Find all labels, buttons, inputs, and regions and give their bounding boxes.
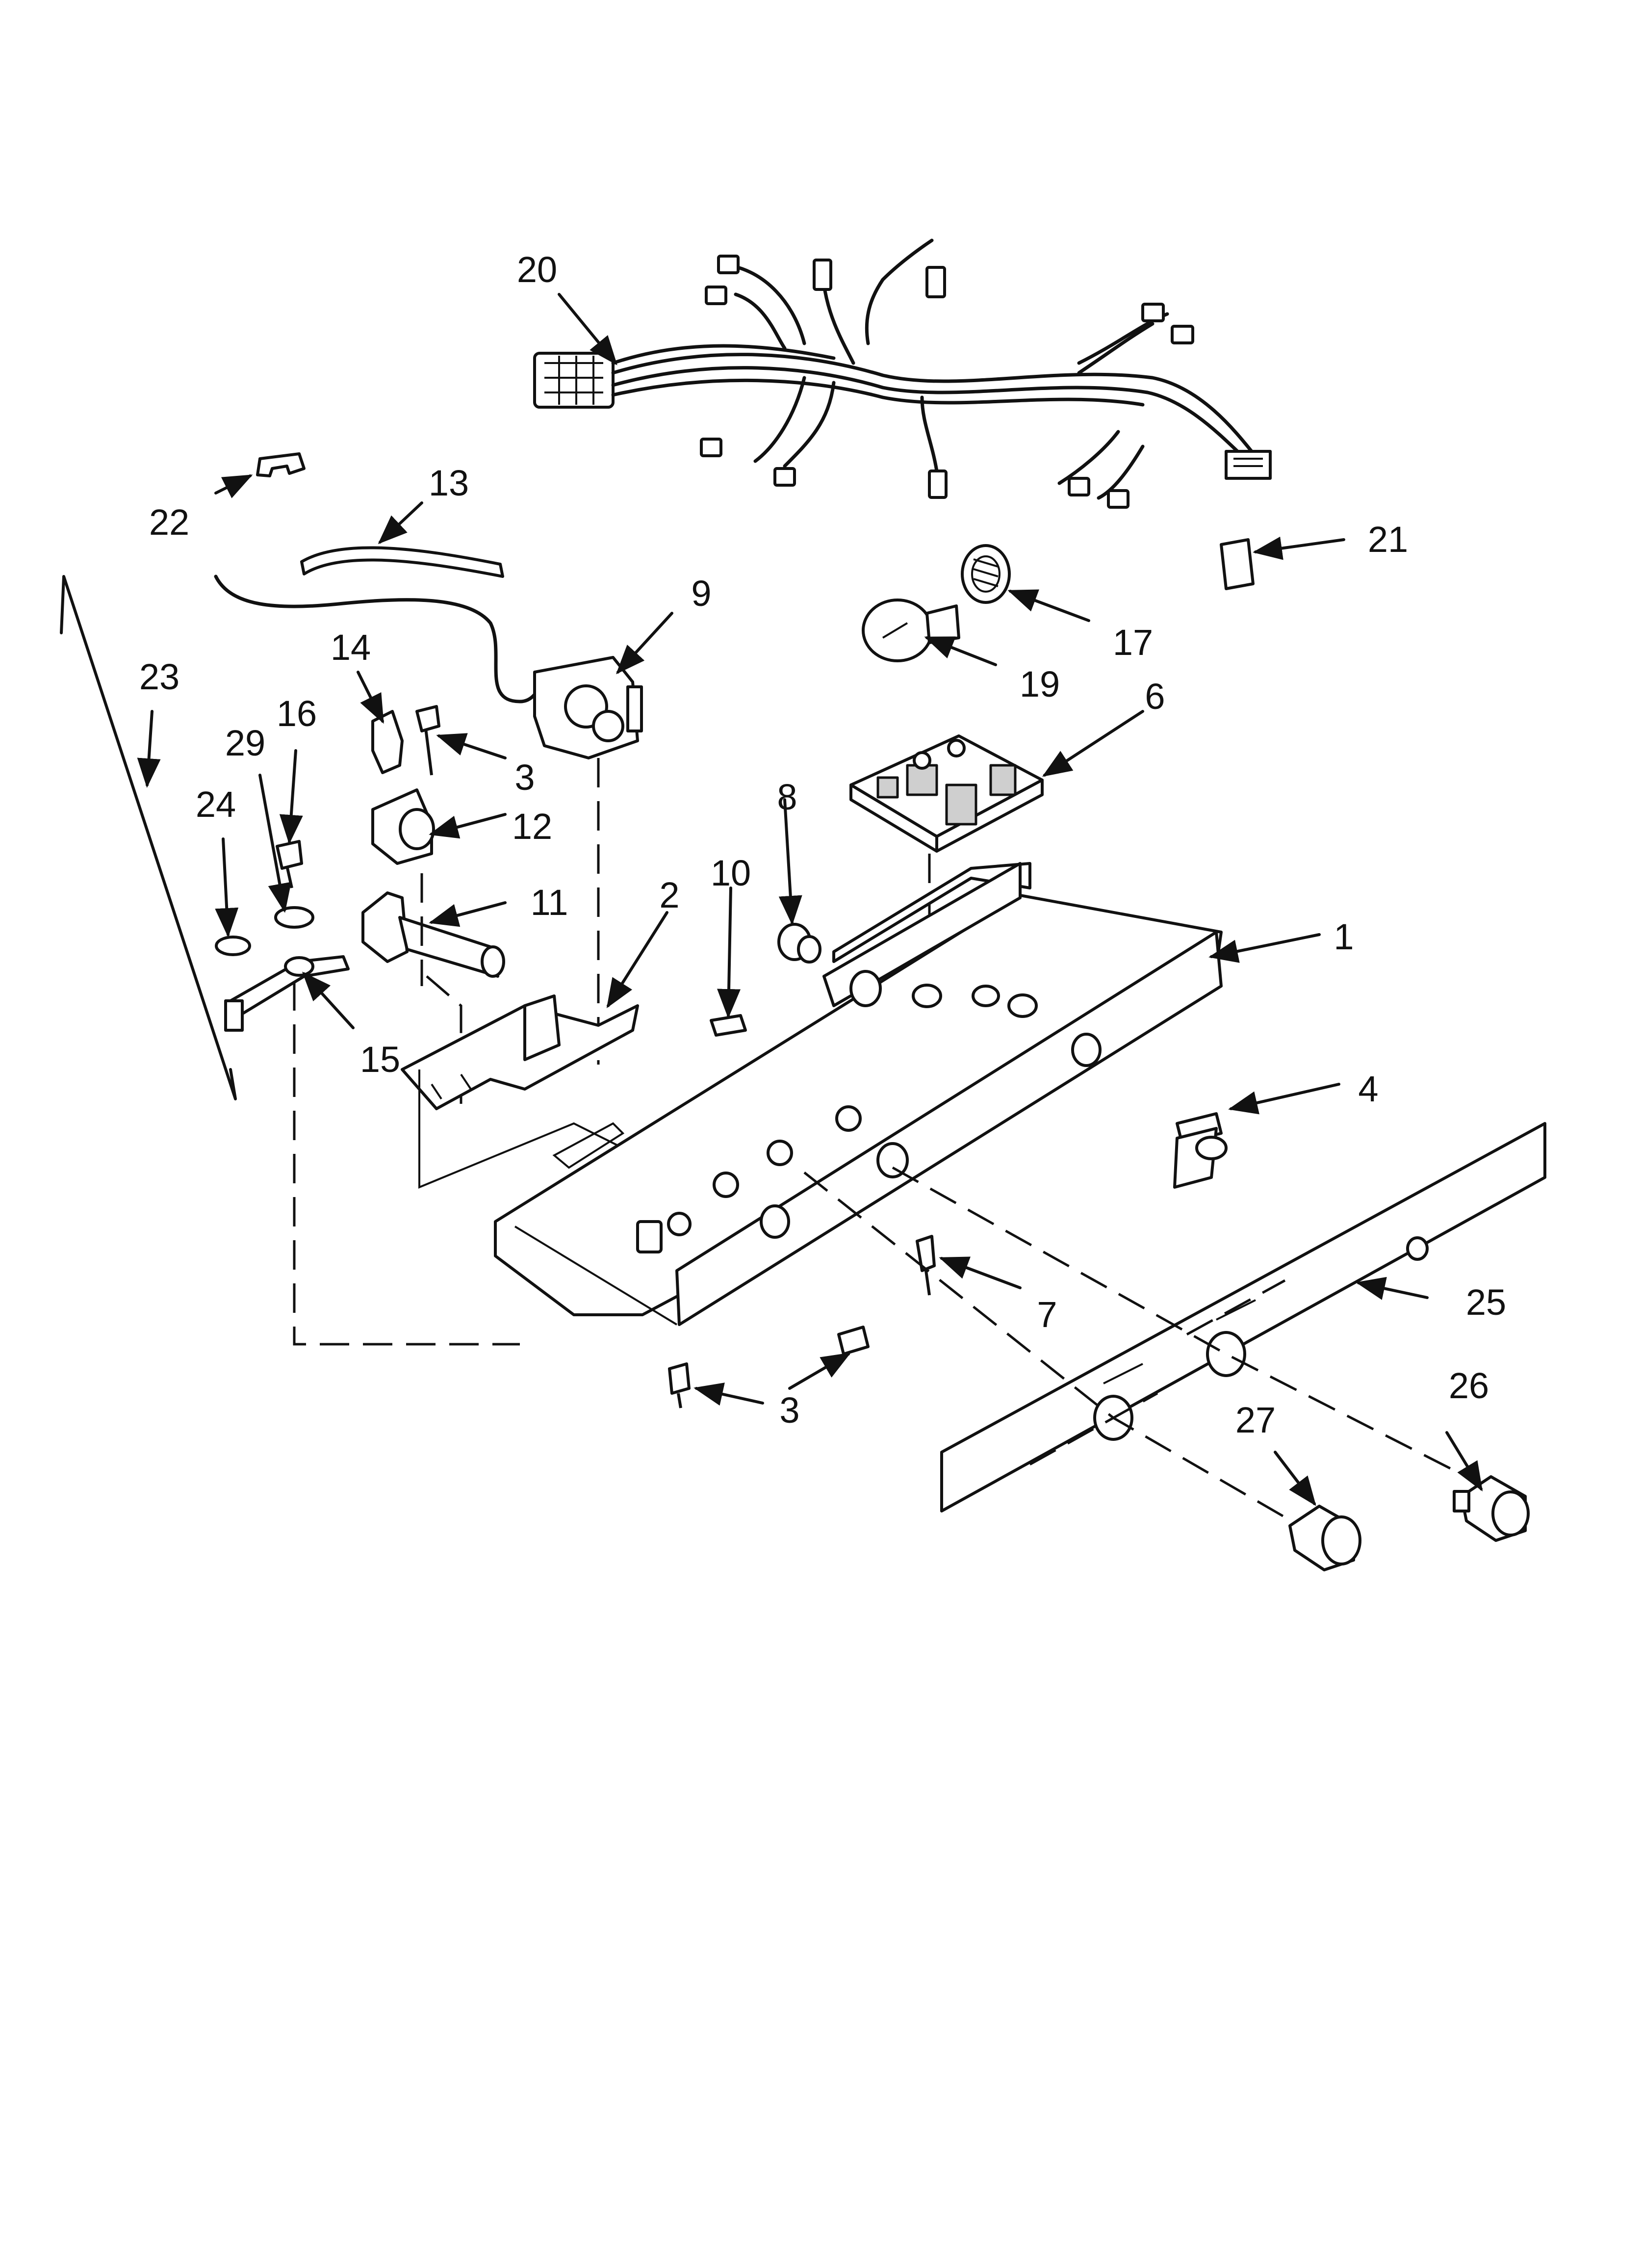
control-board bbox=[849, 734, 1044, 976]
callout-27: 27 bbox=[1235, 1400, 1276, 1440]
callout-17: 17 bbox=[1113, 622, 1153, 663]
screw-3-bottom bbox=[668, 1362, 691, 1408]
rod bbox=[60, 575, 237, 1100]
small-clip bbox=[1220, 538, 1255, 590]
screw-3-side bbox=[837, 1326, 870, 1356]
washer-24 bbox=[215, 936, 251, 956]
screw-16 bbox=[276, 840, 303, 888]
callout-29: 29 bbox=[225, 723, 265, 763]
switch-4 bbox=[1173, 1112, 1228, 1189]
front-panel bbox=[940, 1122, 1546, 1512]
callout-11: 11 bbox=[531, 882, 568, 923]
callout-9: 9 bbox=[691, 573, 711, 614]
callout-15: 15 bbox=[360, 1039, 400, 1080]
callout-22: 22 bbox=[149, 502, 189, 543]
screw-10 bbox=[710, 1014, 747, 1037]
temperature-control bbox=[214, 574, 643, 1065]
callout-16: 16 bbox=[277, 693, 317, 734]
knob-27 bbox=[1288, 1505, 1361, 1571]
callout-2: 2 bbox=[659, 875, 679, 915]
callout-8: 8 bbox=[777, 777, 797, 817]
leader-arrows bbox=[137, 293, 1483, 1506]
callout-12: 12 bbox=[512, 806, 552, 847]
callout-10: 10 bbox=[711, 853, 751, 893]
wire-harness bbox=[533, 238, 1272, 509]
callout-14: 14 bbox=[331, 627, 371, 668]
harness-clip bbox=[256, 452, 306, 477]
washer-29 bbox=[274, 906, 314, 929]
callout-19: 19 bbox=[1020, 664, 1060, 704]
screw-3-top bbox=[415, 705, 440, 776]
callout-3-bottom: 3 bbox=[779, 1390, 799, 1431]
knob-26 bbox=[1453, 1475, 1530, 1542]
tube bbox=[300, 546, 504, 578]
callout-25: 25 bbox=[1466, 1282, 1506, 1323]
callout-6: 6 bbox=[1145, 676, 1165, 717]
callout-21: 21 bbox=[1368, 519, 1408, 560]
callout-1: 1 bbox=[1334, 916, 1354, 957]
callout-4: 4 bbox=[1358, 1069, 1378, 1109]
light-socket bbox=[961, 544, 1011, 604]
clip-14 bbox=[371, 710, 404, 774]
shaft-11 bbox=[361, 873, 505, 1104]
screw-7 bbox=[916, 1235, 936, 1296]
callout-3-top: 3 bbox=[514, 757, 535, 798]
callout-7: 7 bbox=[1037, 1294, 1057, 1335]
lever-15 bbox=[224, 955, 520, 1346]
grommet-8 bbox=[777, 923, 821, 964]
callout-23: 23 bbox=[139, 656, 180, 697]
callout-13: 13 bbox=[429, 463, 469, 503]
light-bulb bbox=[862, 599, 960, 662]
callout-20: 20 bbox=[517, 249, 557, 290]
callout-24: 24 bbox=[196, 784, 236, 825]
control-housing bbox=[494, 862, 1223, 1326]
callout-26: 26 bbox=[1449, 1365, 1489, 1406]
bracket-2 bbox=[401, 994, 834, 1189]
